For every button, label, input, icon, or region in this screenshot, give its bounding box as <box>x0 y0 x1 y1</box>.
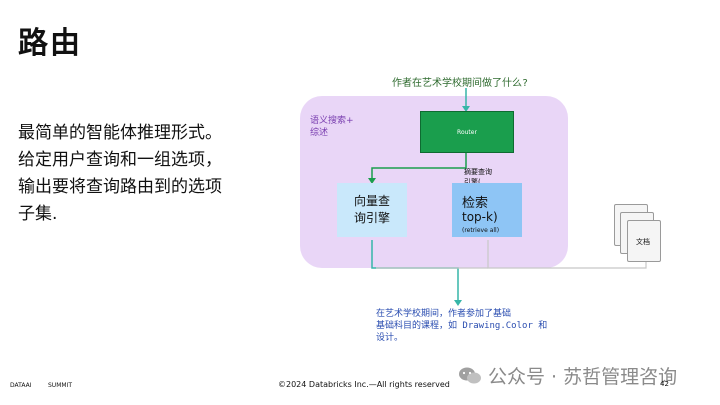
router-to-vector-arrowhead <box>368 178 376 184</box>
documents-label: 文档 <box>636 238 650 246</box>
page-number: 42 <box>660 380 669 388</box>
footer-brand-summit: SUMMIT <box>48 382 72 389</box>
vector-query-engine: 向量查 询引擎 <box>337 183 407 237</box>
router-node: Router <box>420 111 514 153</box>
answer-arrowhead <box>454 300 462 306</box>
retrieve-topk: top-k) <box>462 210 498 224</box>
retrieve-all-label: (retrieve all) <box>462 227 500 234</box>
document-icon <box>627 220 661 262</box>
retrieve-engine <box>452 183 522 237</box>
slide-title: 路由 <box>18 26 82 61</box>
footer-brand-dataai: DATAAI <box>10 382 32 389</box>
slide-description: 最简单的智能体推理形式。 给定用户查询和一组选项， 输出要将查询路由到的选项 子… <box>18 123 222 224</box>
docs-to-engines-line <box>487 240 647 269</box>
watermark-text: 公众号 · 苏哲管理咨询 <box>488 366 678 388</box>
vector-to-answer-line <box>371 240 459 302</box>
wechat-icon <box>459 367 481 383</box>
retrieve-title: 检索 <box>462 196 489 211</box>
answer-text: 在艺术学校期间，作者参加了基础 基础科目的课程，如 Drawing.Color … <box>376 309 548 343</box>
semantic-search-label: 语义搜索+ 综述 <box>310 116 354 138</box>
summary-engine-label: 摘要查询 引擎( <box>464 168 492 186</box>
watermark: 公众号 · 苏哲管理咨询 <box>458 362 677 389</box>
footer-copyright: ©2024 Databricks Inc.—All rights reserve… <box>278 380 450 389</box>
query-arrowhead <box>462 106 470 112</box>
router-to-vector-arrow <box>371 151 467 180</box>
user-query: 作者在艺术学校期间做了什么? <box>392 78 529 89</box>
